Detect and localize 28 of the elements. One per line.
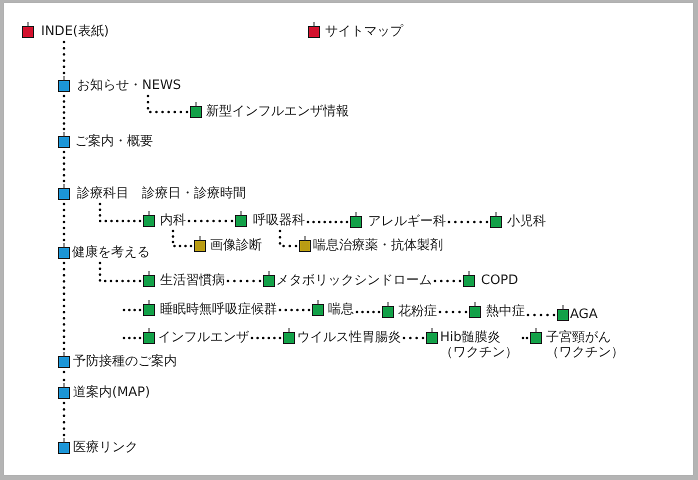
- page-label: 子宮頸がん（ワクチン）: [546, 330, 625, 360]
- page-label: 小児科: [507, 214, 546, 229]
- page-label: ご案内・概要: [75, 134, 153, 149]
- page-label: 道案内(MAP): [73, 385, 150, 400]
- page-label: 内科: [160, 213, 186, 228]
- page-label: Hib髄膜炎（ワクチン）: [440, 330, 519, 360]
- page-label: 医療リンク: [73, 440, 138, 455]
- page-label: 健康を考える: [72, 245, 150, 260]
- page-label: ウイルス性胃腸炎: [297, 330, 401, 345]
- page-label: 新型インフルエンザ情報: [206, 104, 349, 119]
- page-label: 睡眠時無呼吸症候群: [160, 302, 277, 317]
- page-label: 呼吸器科: [253, 213, 305, 228]
- page-label: お知らせ・NEWS: [77, 78, 182, 93]
- page-label: INDE(表紙): [41, 24, 109, 39]
- page-label: メタボリックシンドローム: [276, 273, 432, 288]
- page-label: 予防接種のご案内: [73, 354, 177, 369]
- page-label: サイトマップ: [325, 24, 403, 39]
- page-label: 生活習慣病: [160, 273, 225, 288]
- page-label: 喘息治療薬・抗体製剤: [313, 238, 443, 253]
- page-label: 熱中症: [486, 304, 525, 319]
- page-label: 画像診断: [210, 238, 262, 253]
- page-label: 花粉症: [398, 304, 437, 319]
- page-label: AGA: [570, 307, 598, 322]
- page-label: 診療科目 診療日・診療時間: [77, 186, 246, 201]
- page-label: 喘息: [328, 302, 354, 317]
- page-label: アレルギー科: [368, 214, 446, 229]
- page-label: COPD: [481, 273, 518, 288]
- page-label: インフルエンザ: [158, 330, 249, 345]
